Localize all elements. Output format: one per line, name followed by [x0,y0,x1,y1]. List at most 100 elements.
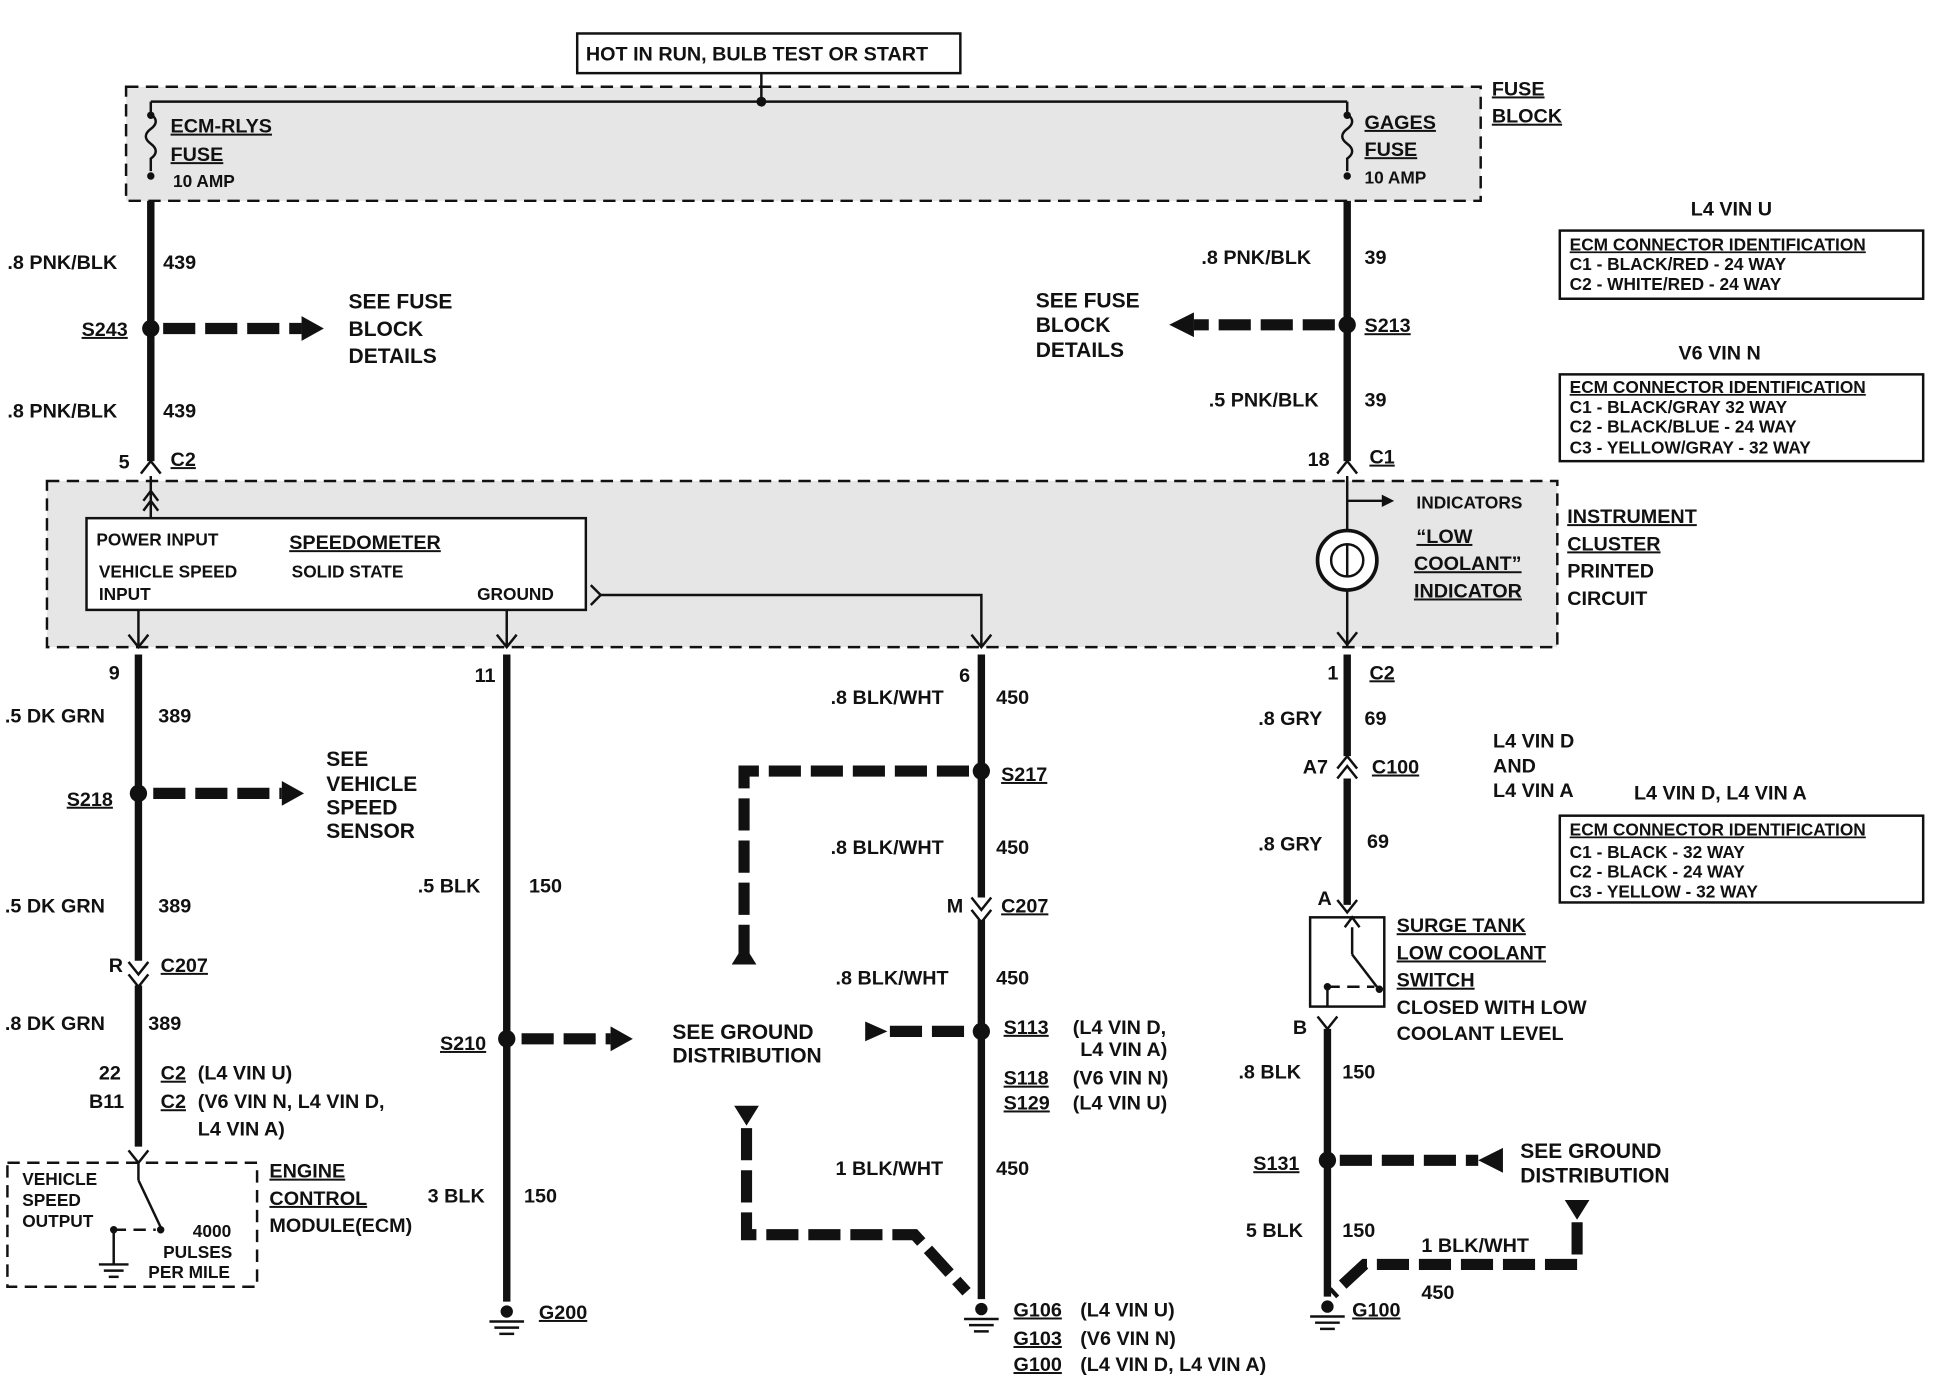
wire-circuit: 150 [1342,1061,1375,1083]
table-heading: L4 VIN U [1691,199,1772,221]
splice-s243 [142,319,160,338]
connector-pin: 1 [1327,662,1338,684]
connector-pin: A7 [1303,757,1328,779]
speedometer-box [85,516,588,612]
ground-label: G100 [1013,1354,1061,1376]
fuse-block: HOT IN RUN, BULB TEST OR START ECM-RLYS … [124,32,1563,203]
table-heading: V6 VIN N [1678,342,1760,364]
table-row: C1 - BLACK/GRAY 32 WAY [1570,397,1788,417]
fuse-block-label: FUSE [1492,78,1545,100]
wire-gauge: .5 DK GRN [5,706,105,728]
wire-circuit: 39 [1365,390,1387,412]
ecm-fuse-name: ECM-RLYS [171,116,272,138]
note: SEE FUSE [1036,289,1140,312]
column-low-coolant: 1 C2 .8 GRY 69 A7 C100 L4 VIN D AND L4 V… [1238,654,1670,1331]
wire-gauge: 1 BLK/WHT [836,1158,944,1180]
switch-contact-icon [137,1179,162,1228]
wire-gauge: .8 GRY [1258,833,1322,855]
connector-icon [1336,459,1359,475]
table-title: ECM CONNECTOR IDENTIFICATION [1570,819,1866,839]
table-heading: L4 VIN D, L4 VIN A [1634,783,1807,805]
connector-icon [127,961,150,989]
connector-label: C100 [1372,757,1419,779]
arrow-left-icon [1169,312,1194,338]
connector-label: C207 [1001,895,1048,917]
connector-label: C2 [171,449,196,471]
ground-note: (L4 VIN D, L4 VIN A) [1080,1354,1266,1376]
ecm-box-label: OUTPUT [22,1211,93,1231]
wire-circuit: 150 [524,1185,557,1207]
ground-dist-note: DISTRIBUTION [672,1044,821,1067]
low-coolant-label: “LOW [1416,526,1472,548]
ground-label: G103 [1013,1328,1061,1350]
table-title: ECM CONNECTOR IDENTIFICATION [1570,234,1866,254]
note: SEE FUSE [349,291,453,314]
cluster-label: CIRCUIT [1567,588,1647,610]
fuse-block-label2: BLOCK [1492,106,1563,128]
ecm-conn: C2 [161,1091,186,1113]
connector-label: C2 [1369,662,1394,684]
ground-label: G200 [539,1302,587,1324]
wire-circuit: 150 [529,876,562,898]
connector-pin: 11 [475,665,496,687]
cluster-label: CLUSTER [1567,533,1660,555]
connector-icon [127,1149,150,1165]
wire-circuit: 69 [1365,708,1387,730]
wire-circuit: 450 [996,1158,1029,1180]
arrow-down-icon [1564,1199,1590,1220]
ground-dist-note: SEE GROUND [1520,1140,1661,1163]
arrow-down-icon [734,1105,759,1126]
connector-pin: 5 [119,452,130,474]
wire-circuit: 450 [996,687,1029,709]
arrow-up-icon [731,944,757,965]
pulses-label: PER MILE [148,1262,230,1282]
splice-label: S113 [1004,1017,1049,1039]
ecm-pin: 22 [99,1063,121,1085]
splice-note: (V6 VIN N) [1073,1068,1169,1090]
connector-pin: R [109,955,123,977]
ground-note: (L4 VIN U) [1080,1299,1174,1321]
connector-pin: 6 [959,665,970,687]
left-upper-feed: .8 PNK/BLK 439 S243 SEE FUSE BLOCK DETAI… [7,200,453,475]
switch-label: LOW COOLANT [1397,942,1546,964]
c100-note: L4 VIN A [1493,780,1574,802]
arrow-right-icon [281,780,305,806]
table-title: ECM CONNECTOR IDENTIFICATION [1570,377,1866,397]
ecm-note: (V6 VIN N, L4 VIN D, [198,1091,385,1113]
ground-icon [500,1305,513,1318]
note: SPEED [326,796,397,819]
connector-icon [1336,754,1359,780]
ecm-note: (L4 VIN U) [198,1063,292,1085]
table-row: C3 - YELLOW - 32 WAY [1570,881,1759,901]
wire-circuit: 389 [148,1013,181,1035]
ground-label: G100 [1352,1299,1400,1321]
splice-s213 [1338,316,1356,334]
note: BLOCK [349,318,424,341]
wire-circuit: 450 [1421,1282,1454,1304]
wire-gauge: 3 BLK [428,1185,486,1207]
table-row: C2 - BLACK/BLUE - 24 WAY [1570,417,1797,437]
splice-label: S218 [67,789,113,811]
ecm-label: ENGINE [269,1161,345,1183]
indicators-label: INDICATORS [1416,492,1522,512]
wire-gauge: .8 PNK/BLK [7,252,118,274]
gages-fuse-name2: FUSE [1365,139,1418,161]
wire-circuit: 450 [996,967,1029,989]
splice-label: S131 [1253,1153,1299,1175]
cluster-label: INSTRUMENT [1567,506,1697,528]
connector-pin: 9 [109,662,120,684]
wire-circuit: 389 [158,706,191,728]
wire-circuit: 69 [1367,831,1389,853]
ecm-box-label: VEHICLE [22,1169,97,1189]
ground-note: (V6 VIN N) [1080,1328,1176,1350]
ecm-box-label: SPEED [22,1190,81,1210]
coolant-switch-box [1308,916,1386,1008]
ecm-table-v6-vin-n: V6 VIN N ECM CONNECTOR IDENTIFICATION C1… [1558,342,1925,463]
ground-icon [975,1302,988,1316]
column-speedometer-ground: 11 .5 BLK 150 S210 3 BLK 150 G200 [418,654,633,1336]
speedometer-title: SPEEDOMETER [289,532,441,554]
switch-note: CLOSED WITH LOW [1397,997,1587,1019]
wire-gauge: .8 BLK/WHT [831,837,944,859]
ecm-fuse-rating: 10 AMP [173,171,235,191]
low-coolant-label: INDICATOR [1414,580,1522,602]
